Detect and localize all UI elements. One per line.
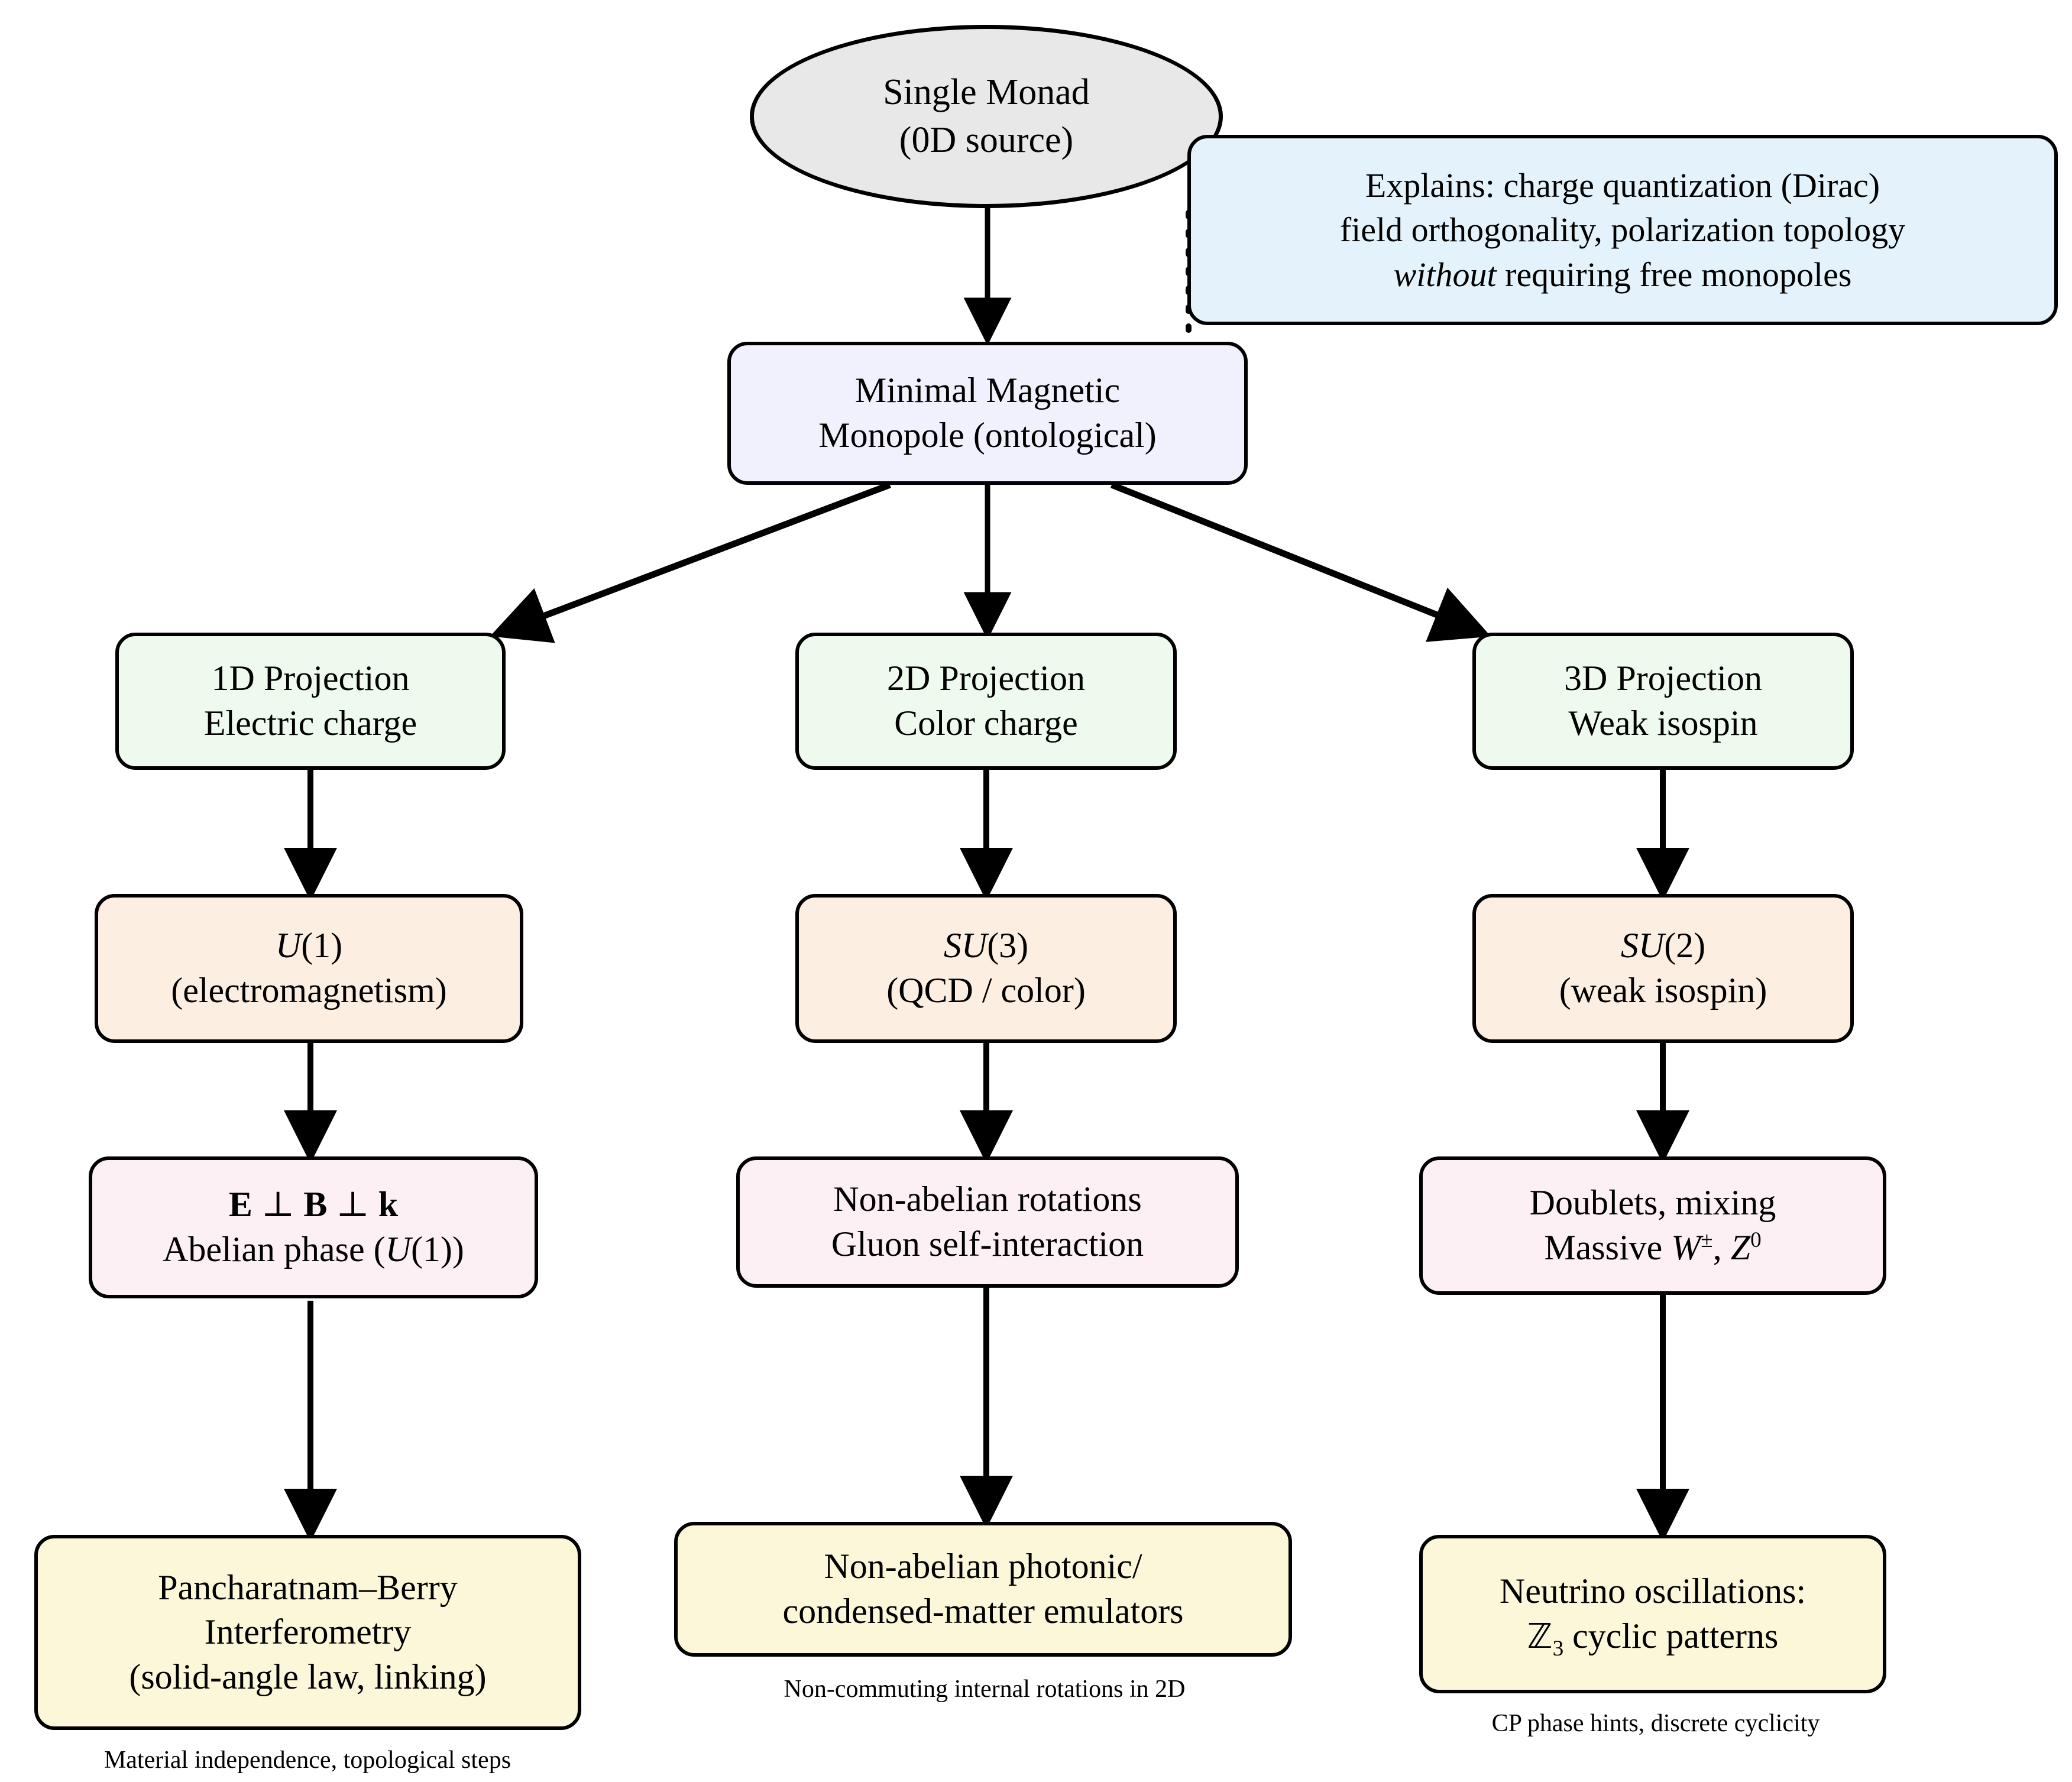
- node-minimal-magnetic-monopole[interactable]: Minimal Magnetic Monopole (ontological): [727, 342, 1248, 485]
- boson-W-charge: ±: [1701, 1228, 1713, 1252]
- abelian-phase-prefix: Abelian phase (: [163, 1230, 386, 1269]
- 2d-projection-line-1: 2D Projection: [887, 659, 1085, 698]
- perp-1: ⊥: [252, 1185, 304, 1224]
- cyclic-group-Z: ℤ: [1527, 1616, 1553, 1656]
- su2-line-2: (weak isospin): [1559, 971, 1767, 1010]
- callout-line-1: Explains: charge quantization (Dirac): [1365, 166, 1880, 205]
- neutrino-line-2: ℤ3 cyclic patterns: [1527, 1614, 1779, 1661]
- massive-prefix: Massive: [1544, 1228, 1672, 1267]
- u1-symbol-roman: (1): [301, 926, 343, 965]
- u1-line-2: (electromagnetism): [171, 971, 447, 1010]
- monopole-line-1: Minimal Magnetic: [854, 371, 1121, 410]
- field-B: B: [303, 1185, 328, 1224]
- node-single-monad[interactable]: Single Monad (0D source): [750, 25, 1223, 208]
- u1-symbol: U(1): [276, 924, 342, 968]
- cyclic-patterns-label: cyclic patterns: [1563, 1616, 1779, 1655]
- node-2d-projection[interactable]: 2D Projection Color charge: [795, 633, 1177, 770]
- edge-monopole-to-1d: [490, 481, 891, 643]
- wavevector-k: k: [378, 1185, 399, 1224]
- callout-line-3-rest: requiring free monopoles: [1496, 255, 1852, 294]
- caption-1d: Material independence, topological steps: [103, 1747, 511, 1774]
- abelian-phase-line: Abelian phase (U(1)): [163, 1227, 464, 1272]
- su2-symbol-italic: SU: [1620, 926, 1665, 965]
- 1d-projection-line-1: 1D Projection: [211, 659, 410, 698]
- 3d-projection-line-1: 3D Projection: [1564, 659, 1762, 698]
- node-abelian-phase[interactable]: E ⊥ B ⊥ k Abelian phase (U(1)): [89, 1156, 538, 1298]
- pb-line-1: Pancharatnam–Berry: [158, 1567, 458, 1607]
- single-monad-line-1: Single Monad: [883, 72, 1090, 113]
- su2-symbol-roman: (2): [1664, 926, 1706, 965]
- callout-line-3: without requiring free monopoles: [1394, 252, 1852, 297]
- boson-W: W: [1671, 1228, 1701, 1267]
- u1-symbol-italic: U: [275, 926, 302, 965]
- caption-2d: Non-commuting internal rotations in 2D: [784, 1676, 1186, 1703]
- abelian-phase-group-roman: (1)): [410, 1230, 464, 1269]
- su3-symbol-italic: SU: [943, 926, 988, 965]
- field-E: E: [228, 1185, 252, 1224]
- boson-Z: Z: [1730, 1228, 1751, 1267]
- callout-explains[interactable]: Explains: charge quantization (Dirac) fi…: [1187, 135, 2058, 325]
- perp-2: ⊥: [327, 1185, 378, 1224]
- node-u1-group[interactable]: U(1) (electromagnetism): [95, 894, 523, 1043]
- su3-symbol-roman: (3): [987, 926, 1029, 965]
- emulators-line-2: condensed-matter emulators: [782, 1592, 1184, 1631]
- boson-Z-charge: 0: [1750, 1228, 1762, 1252]
- cyclic-group-order: 3: [1552, 1637, 1564, 1661]
- doublets-line-1: Doublets, mixing: [1529, 1183, 1776, 1223]
- monopole-line-2: Monopole (ontological): [818, 416, 1157, 455]
- nonabelian-rotations-line-2: Gluon self-interaction: [831, 1224, 1144, 1263]
- 1d-projection-line-2: Electric charge: [203, 704, 417, 743]
- abelian-orthogonality-line: E ⊥ B ⊥ k: [229, 1182, 398, 1227]
- pb-line-2: Interferometry: [204, 1612, 412, 1652]
- boson-separator: ,: [1712, 1228, 1731, 1267]
- node-nonabelian-rotations[interactable]: Non-abelian rotations Gluon self-interac…: [736, 1156, 1239, 1288]
- callout-emphasis: without: [1393, 255, 1497, 294]
- neutrino-line-1: Neutrino oscillations:: [1499, 1572, 1806, 1611]
- node-su3-group[interactable]: SU(3) (QCD / color): [795, 894, 1177, 1043]
- doublets-line-2: Massive W±, Z0: [1544, 1226, 1761, 1271]
- nonabelian-rotations-line-1: Non-abelian rotations: [833, 1180, 1142, 1219]
- node-3d-projection[interactable]: 3D Projection Weak isospin: [1472, 633, 1854, 770]
- node-doublets-mixing[interactable]: Doublets, mixing Massive W±, Z0: [1419, 1156, 1886, 1295]
- node-su2-group[interactable]: SU(2) (weak isospin): [1472, 894, 1854, 1043]
- node-photonic-emulators[interactable]: Non-abelian photonic/ condensed-matter e…: [674, 1522, 1292, 1657]
- edge-monopole-to-3d: [1110, 481, 1491, 642]
- abelian-phase-group-italic: U: [385, 1230, 411, 1269]
- emulators-line-1: Non-abelian photonic/: [824, 1547, 1142, 1586]
- single-monad-line-2: (0D source): [899, 120, 1074, 160]
- 2d-projection-line-2: Color charge: [894, 704, 1078, 743]
- pb-line-3: (solid-angle law, linking): [129, 1657, 487, 1696]
- caption-3d: CP phase hints, discrete cyclicity: [1491, 1710, 1820, 1737]
- callout-line-2: field orthogonality, polarization topolo…: [1339, 210, 1906, 250]
- node-pancharatnam-berry[interactable]: Pancharatnam–Berry Interferometry (solid…: [34, 1535, 581, 1730]
- su3-symbol: SU(3): [944, 924, 1028, 968]
- node-neutrino-oscillations[interactable]: Neutrino oscillations: ℤ3 cyclic pattern…: [1419, 1535, 1886, 1693]
- su2-symbol: SU(2): [1621, 924, 1705, 968]
- node-1d-projection[interactable]: 1D Projection Electric charge: [115, 633, 506, 770]
- 3d-projection-line-2: Weak isospin: [1568, 704, 1758, 743]
- su3-line-2: (QCD / color): [886, 971, 1086, 1010]
